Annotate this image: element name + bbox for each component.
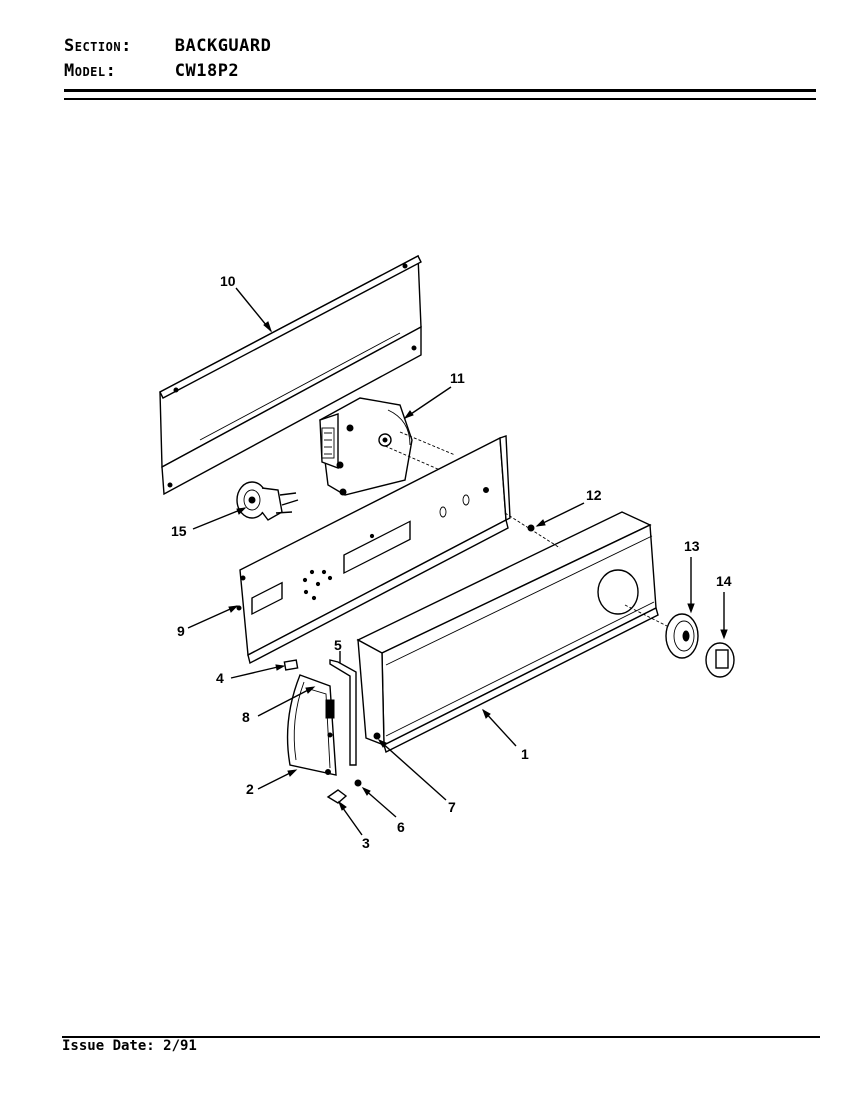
callout-3: 3: [362, 835, 370, 851]
section-label: Section:: [64, 36, 132, 56]
callout-13: 13: [684, 538, 700, 554]
part-end-cap: [286, 674, 337, 776]
model-value: CW18P2: [174, 61, 240, 81]
callout-15: 15: [171, 523, 187, 539]
section-value: BACKGUARD: [174, 36, 272, 56]
callout-7: 7: [448, 799, 456, 815]
leader-lines: [187, 287, 728, 836]
part-timer: [319, 397, 413, 496]
part-knob: [705, 642, 735, 678]
callout-6: 6: [397, 819, 405, 835]
issue-date: Issue Date: 2/91: [62, 1038, 197, 1054]
callout-8: 8: [242, 709, 250, 725]
part-screw-6: [354, 779, 362, 787]
part-trim-strip: [329, 659, 357, 766]
header-rule-thin: [64, 98, 816, 100]
part-top-cover: [159, 254, 422, 496]
model-header: Model: CW18P2: [64, 61, 239, 81]
model-label: Model:: [64, 61, 117, 81]
callout-10: 10: [220, 273, 236, 289]
part-knob-skirt: [665, 613, 699, 659]
callout-14: 14: [716, 573, 732, 589]
part-clip: [283, 659, 299, 671]
part-small-clip: [326, 789, 348, 804]
callout-2: 2: [246, 781, 254, 797]
callout-12: 12: [586, 487, 602, 503]
footer-rule: [62, 1036, 820, 1038]
part-front-console: [356, 511, 659, 754]
callout-1: 1: [521, 746, 529, 762]
callout-11: 11: [450, 370, 465, 386]
part-screw-12: [527, 524, 535, 532]
callout-9: 9: [177, 623, 185, 639]
part-screw-7: [373, 732, 381, 740]
part-switch: [236, 481, 299, 521]
section-header: Section: BACKGUARD: [64, 36, 271, 56]
callout-4: 4: [216, 670, 224, 686]
header-rule-thick: [64, 89, 816, 92]
part-control-panel: [236, 435, 511, 665]
callout-5: 5: [334, 637, 342, 653]
